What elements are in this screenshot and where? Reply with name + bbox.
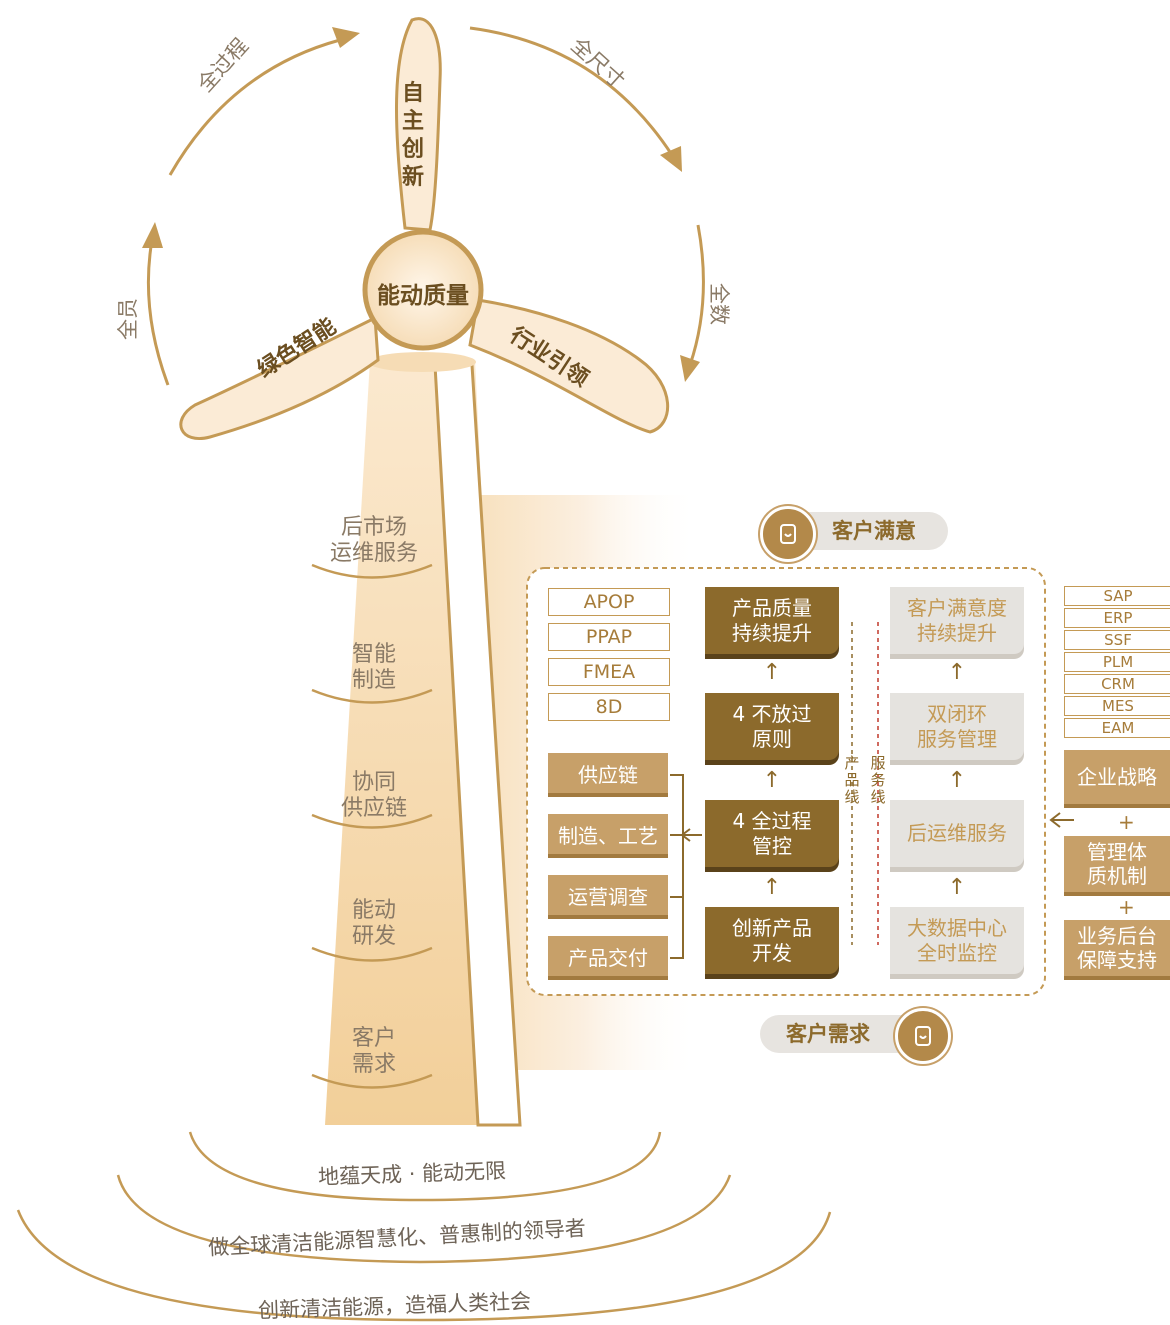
tower-level-after-market: 后市场 运维服务 — [329, 515, 418, 566]
product-arrow-3: ↑ — [762, 875, 782, 900]
support-plus-2: + — [1118, 895, 1135, 919]
service-arrow-1: ↑ — [947, 660, 967, 685]
product-line-four-nots: 4 不放过 原则 — [705, 693, 839, 760]
service-line-big-data: 大数据中心 全时监控 — [890, 907, 1024, 974]
tower-level-smart-manufacturing: 智能 制造 — [351, 642, 396, 693]
system-crm: CRM — [1064, 674, 1170, 694]
system-eam: EAM — [1064, 718, 1170, 738]
system-mes: MES — [1064, 696, 1170, 716]
support-backend: 业务后台 保障支持 — [1064, 920, 1170, 976]
tower-arc-4 — [311, 946, 433, 962]
tower-level-supply-chain: 协同 供应链 — [340, 770, 407, 821]
supply-item-operations: 运营调查 — [548, 875, 668, 915]
service-line-after-service: 后运维服务 — [890, 800, 1024, 867]
service-arrow-2: ↑ — [947, 768, 967, 793]
service-line-label: 服务线 — [870, 754, 886, 806]
blade-top — [395, 17, 442, 232]
tower-arc-1 — [311, 563, 433, 579]
product-arrow-1: ↑ — [762, 660, 782, 685]
hub — [362, 229, 484, 351]
hub-label: 能动质量 — [377, 283, 469, 309]
base-arc-2 — [116, 1174, 732, 1264]
service-line-dual-loop: 双闭环 服务管理 — [890, 693, 1024, 760]
tower-level-customer-demand: 客户 需求 — [351, 1026, 396, 1077]
base-arc-1 — [188, 1131, 662, 1202]
tower-arc-5 — [311, 1073, 433, 1089]
supply-item-delivery: 产品交付 — [548, 936, 668, 976]
supply-item-manufacturing: 制造、工艺 — [548, 814, 668, 854]
customer-satisfaction-icon — [760, 506, 816, 562]
product-line-label: 产品线 — [844, 754, 860, 806]
product-line-quality: 产品质量 持续提升 — [705, 587, 839, 654]
customer-satisfaction-label: 客户满意 — [832, 519, 916, 543]
tower-arc-2 — [311, 688, 433, 704]
cycle-arc-top-right — [469, 26, 674, 156]
system-sap: SAP — [1064, 586, 1170, 606]
cycle-label-right: 全数 — [707, 283, 731, 325]
tower-level-rd: 能动 研发 — [351, 898, 396, 949]
service-arrow-3: ↑ — [947, 875, 967, 900]
cycle-arc-right — [688, 224, 705, 366]
blade-top-label: 自主创新 — [402, 81, 425, 190]
service-line-satisfaction: 客户满意度 持续提升 — [890, 587, 1024, 654]
tool-ppap: PPAP — [548, 623, 670, 651]
support-strategy: 企业战略 — [1064, 750, 1170, 804]
product-arrow-2: ↑ — [762, 768, 782, 793]
support-management: 管理体 质机制 — [1064, 836, 1170, 892]
tool-8d: 8D — [548, 693, 670, 721]
tower-arc-3 — [311, 813, 433, 829]
customer-demand-label: 客户需求 — [786, 1022, 870, 1046]
blade-right — [468, 298, 670, 434]
tool-fmea: FMEA — [548, 658, 670, 686]
tool-apop: APOP — [548, 588, 670, 616]
product-line-process-control: 4 全过程 管控 — [705, 800, 839, 867]
support-plus-1: + — [1118, 810, 1135, 834]
base-arc-3 — [16, 1209, 832, 1322]
supply-bracket — [670, 774, 702, 959]
product-line-innovation: 创新产品 开发 — [705, 907, 839, 974]
system-ssf: SSF — [1064, 630, 1170, 650]
cycle-arc-top-left — [168, 38, 341, 176]
supply-item-supply-chain: 供应链 — [548, 753, 668, 793]
customer-demand-icon — [895, 1008, 951, 1064]
blade-left — [179, 315, 380, 440]
cycle-label-left: 全员 — [116, 298, 140, 340]
system-erp: ERP — [1064, 608, 1170, 628]
tower-top — [368, 352, 476, 372]
system-plm: PLM — [1064, 652, 1170, 672]
cycle-arc-left — [146, 239, 170, 386]
